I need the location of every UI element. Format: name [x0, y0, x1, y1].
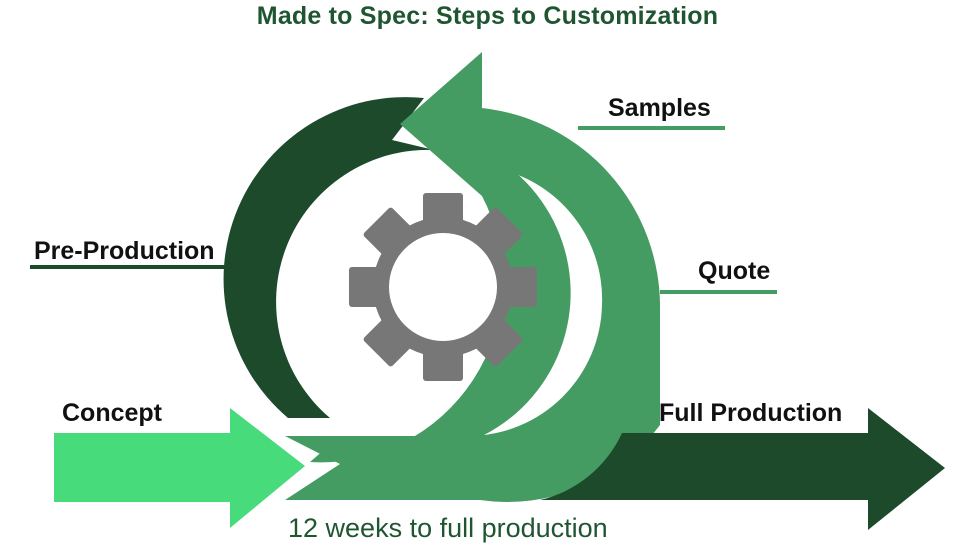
pre-production-label: Pre-Production	[34, 237, 215, 265]
pre-production-arc	[223, 97, 434, 418]
timeline-footnote: 12 weeks to full production	[288, 513, 608, 543]
full-production-arrow	[540, 408, 945, 530]
diagram-title: Made to Spec: Steps to Customization	[256, 2, 719, 30]
gear-icon	[349, 193, 537, 381]
concept-arrow	[54, 408, 305, 528]
full-production-label: Full Production	[659, 399, 843, 427]
samples-quote-loop-arrow-head	[285, 52, 661, 502]
quote-label: Quote	[698, 257, 771, 285]
samples-label: Samples	[608, 94, 711, 122]
concept-label: Concept	[62, 399, 162, 427]
